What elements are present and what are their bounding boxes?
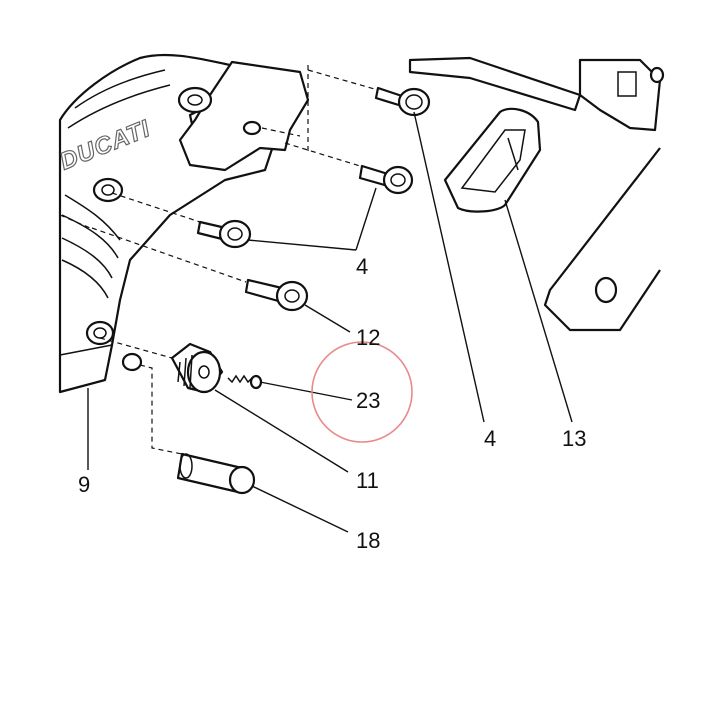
mounting-bracket <box>177 60 310 172</box>
highlight-circle <box>311 341 413 443</box>
callout-label-4-left: 4 <box>356 254 368 279</box>
engine-casing <box>58 53 277 394</box>
callout-label-11: 11 <box>356 468 379 493</box>
callout-label-4-right: 4 <box>484 426 496 451</box>
callout-label-9: 9 <box>78 472 90 497</box>
assembly-guide-lines <box>59 65 379 455</box>
bolt-top-right <box>374 86 431 117</box>
frame-rails <box>408 56 665 132</box>
bolt-upper-middle <box>358 164 414 195</box>
callout-label-13: 13 <box>562 426 586 451</box>
callout-label-12: 12 <box>356 325 380 350</box>
callout-label-18: 18 <box>356 528 380 553</box>
bolt-left-middle <box>196 219 252 249</box>
grub-screw-part-23 <box>227 374 263 390</box>
side-plate <box>543 147 661 332</box>
stud-part-18 <box>176 452 256 495</box>
callout-label-23: 23 <box>356 388 380 413</box>
washer <box>121 352 143 372</box>
leader-lines <box>87 111 573 533</box>
rubber-pad-part-13 <box>443 107 542 213</box>
spacer-part-11 <box>170 342 224 394</box>
bolt-part-12 <box>244 278 309 312</box>
